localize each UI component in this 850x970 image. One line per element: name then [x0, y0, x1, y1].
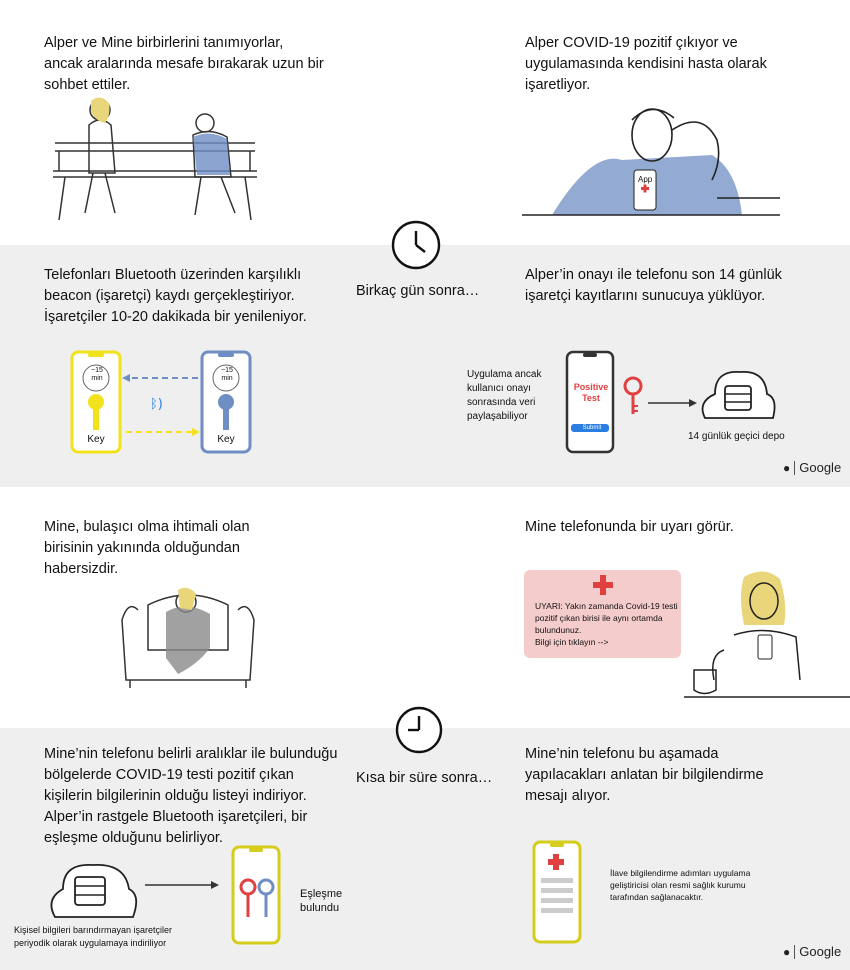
step-2-text: Alper COVID-19 pozitif çıkıyor ve uygula…	[525, 35, 767, 93]
brand-logo: ●Google	[783, 944, 842, 959]
svg-text:ᛒ): ᛒ)	[150, 397, 163, 412]
phone-a-key: Key	[87, 434, 105, 445]
timer-1-text: Birkaç gün sonra…	[356, 283, 480, 299]
step-4-text: Alper’in onayı ile telefonu son 14 günlü…	[525, 267, 782, 304]
submit-label: Submit	[582, 425, 602, 431]
step-7-text: Mine’nin telefonu belirli aralıklar ile …	[44, 746, 338, 846]
upload-illustration	[565, 350, 776, 454]
consent-note: Uygulama ancak kullanıcı onayı sonrasınd…	[467, 369, 542, 422]
apple-icon: ●	[783, 944, 791, 959]
positive-test-label: Positive Test	[573, 382, 609, 403]
step-5-text: Mine, bulaşıcı olma ihtimali olan birisi…	[44, 519, 250, 577]
red-cross-icon	[593, 575, 613, 595]
sick-man-illustration	[522, 108, 780, 216]
phone-b-key: Key	[217, 434, 235, 445]
brand-logo: ●Google	[783, 460, 842, 475]
step-6-text: Mine telefonunda bir uyarı görür.	[525, 519, 734, 535]
armchair-illustration	[121, 587, 255, 688]
clock-icon	[395, 706, 443, 754]
download-illustration	[50, 845, 281, 945]
timer-2-text: Kısa bir süre sonra…	[356, 770, 493, 786]
alert-text: UYARI: Yakın zamanda Covid-19 testi pozi…	[535, 600, 685, 648]
info-note: İlave bilgilendirme adımları uygulama ge…	[610, 868, 751, 902]
alert-link[interactable]: Bilgi için tıklayın -->	[535, 637, 609, 647]
beacon-exchange-illustration: ᛒ)	[70, 350, 252, 454]
band-middle-1	[0, 245, 850, 487]
step-3-text: Telefonları Bluetooth üzerinden karşılık…	[44, 267, 307, 325]
clock-icon	[391, 220, 441, 270]
match-found-label: Eşleşme bulundu	[300, 888, 343, 914]
step-1-text: Alper ve Mine birbirlerini tanımıyorlar,…	[44, 35, 324, 93]
app-badge: App	[638, 175, 653, 184]
band-middle-2	[0, 728, 850, 970]
info-phone-illustration	[532, 840, 582, 944]
apple-icon: ●	[783, 460, 791, 475]
step-8-text: Mine’nin telefonu bu aşamada yapılacakla…	[525, 746, 764, 804]
bench-illustration	[53, 97, 257, 221]
temp-store-label: 14 günlük geçici depo	[688, 431, 785, 442]
download-note: Kişisel bilgileri barındırmayan işaretçi…	[14, 925, 173, 948]
woman-phone-illustration	[684, 571, 850, 698]
